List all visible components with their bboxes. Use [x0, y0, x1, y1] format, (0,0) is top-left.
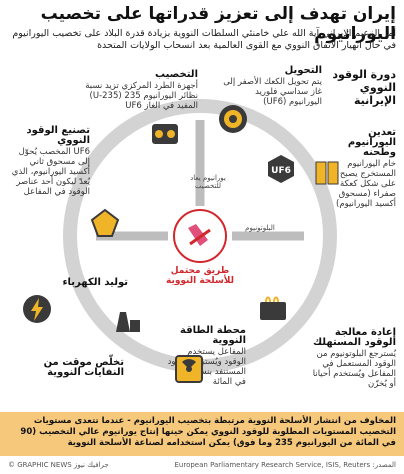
- mining-heading: تعدين اليورانيوم وطحنه: [347, 127, 396, 158]
- conversion-body: يتم تحويل الكعك الأصفر إلى غاز سداسي فلو…: [223, 77, 322, 107]
- stage-power-station: محطة الطاقة النووية المفاعل يستخدم الوقو…: [164, 325, 246, 388]
- footer-note: المخاوف من انتشار الأسلحة النووية مرتبطة…: [0, 412, 404, 456]
- stage-electricity: توليد الكهرباء: [58, 278, 128, 289]
- reprocessing-body: يُسترجع البلوتونيوم من الوقود المستعمل ف…: [312, 349, 396, 389]
- lightning-icon: [22, 294, 52, 324]
- page-title: إيران تهدف إلى تعزيز قدراتها على تخصيب ا…: [40, 4, 396, 44]
- stage-disposal: تخلّص موقت من النفايات النووية: [40, 358, 124, 379]
- mining-body: خام اليورانيوم المستخرج يصبح على شكل كعك…: [336, 159, 396, 209]
- fuel-cycle-diagram: دورة الوقود النووي الإيرانية التحويل يتم…: [0, 58, 404, 410]
- power-station-heading: محطة الطاقة النووية: [180, 325, 246, 346]
- disposal-heading: تخلّص موقت من النفايات النووية: [43, 357, 124, 378]
- mining-icon: [314, 158, 344, 188]
- uranium-return-label: يورانيوم يعاد للتخصيب: [190, 174, 226, 190]
- fabrication-body: UF6 المخصب يُحوّل إلى مسحوق ثاني أكسيد ا…: [11, 147, 90, 197]
- uf6-label: UF6: [271, 166, 291, 176]
- stage-conversion: التحويل يتم تحويل الكعك الأصفر إلى غاز س…: [222, 65, 322, 108]
- cycle-title: دورة الوقود النووي الإيرانية: [332, 68, 396, 107]
- radiation-icon: [174, 354, 204, 384]
- power-station-icon: [112, 304, 142, 334]
- reprocessing-heading: إعادة معالجة الوقود المستهلك: [312, 327, 396, 348]
- conversion-icon: [218, 104, 248, 134]
- enrichment-body: أجهزة الطرد المركزي تزيد نسبة نظائر اليو…: [85, 81, 198, 111]
- footer-text: المخاوف من انتشار الأسلحة النووية مرتبطة…: [20, 416, 396, 448]
- enrichment-heading: التخصيب: [155, 69, 198, 80]
- stage-reprocessing: إعادة معالجة الوقود المستهلك يُسترجع الب…: [310, 327, 396, 390]
- fabrication-heading: تصنيع الوقود النووي: [26, 125, 91, 146]
- uf6-icon: UF6: [266, 154, 296, 184]
- conversion-heading: التحويل: [284, 65, 322, 76]
- power-station-body: المفاعل يستخدم الوقود ويُستبدل الوقود ال…: [167, 347, 246, 387]
- credit-bar: المصدر: European Parliamentary Research …: [0, 458, 404, 474]
- weapon-pill-icon: [188, 224, 208, 246]
- stage-mining: تعدين اليورانيوم وطحنه خام اليورانيوم ال…: [324, 127, 396, 210]
- stage-enrichment: التخصيب أجهزة الطرد المركزي تزيد نسبة نظ…: [80, 69, 198, 112]
- stage-fabrication: تصنيع الوقود النووي UF6 المخصب يُحوّل إل…: [6, 125, 91, 198]
- source-text: المصدر: European Parliamentary Research …: [174, 461, 397, 469]
- reprocessing-icon: [258, 294, 288, 324]
- plutonium-label: البلوتونيوم: [245, 224, 275, 232]
- graphic-news-logo: © GRAPHIC NEWS جرافيك نيوز: [8, 461, 109, 469]
- enrichment-icon: [150, 118, 180, 148]
- fabrication-icon: [90, 208, 120, 238]
- electricity-heading: توليد الكهرباء: [62, 277, 128, 288]
- intro-text: أمر الزعيم الإيراني آية الله علي خامنئي …: [12, 28, 396, 51]
- weapons-path-label: طريق محتمل للأسلحة النووية: [165, 266, 235, 286]
